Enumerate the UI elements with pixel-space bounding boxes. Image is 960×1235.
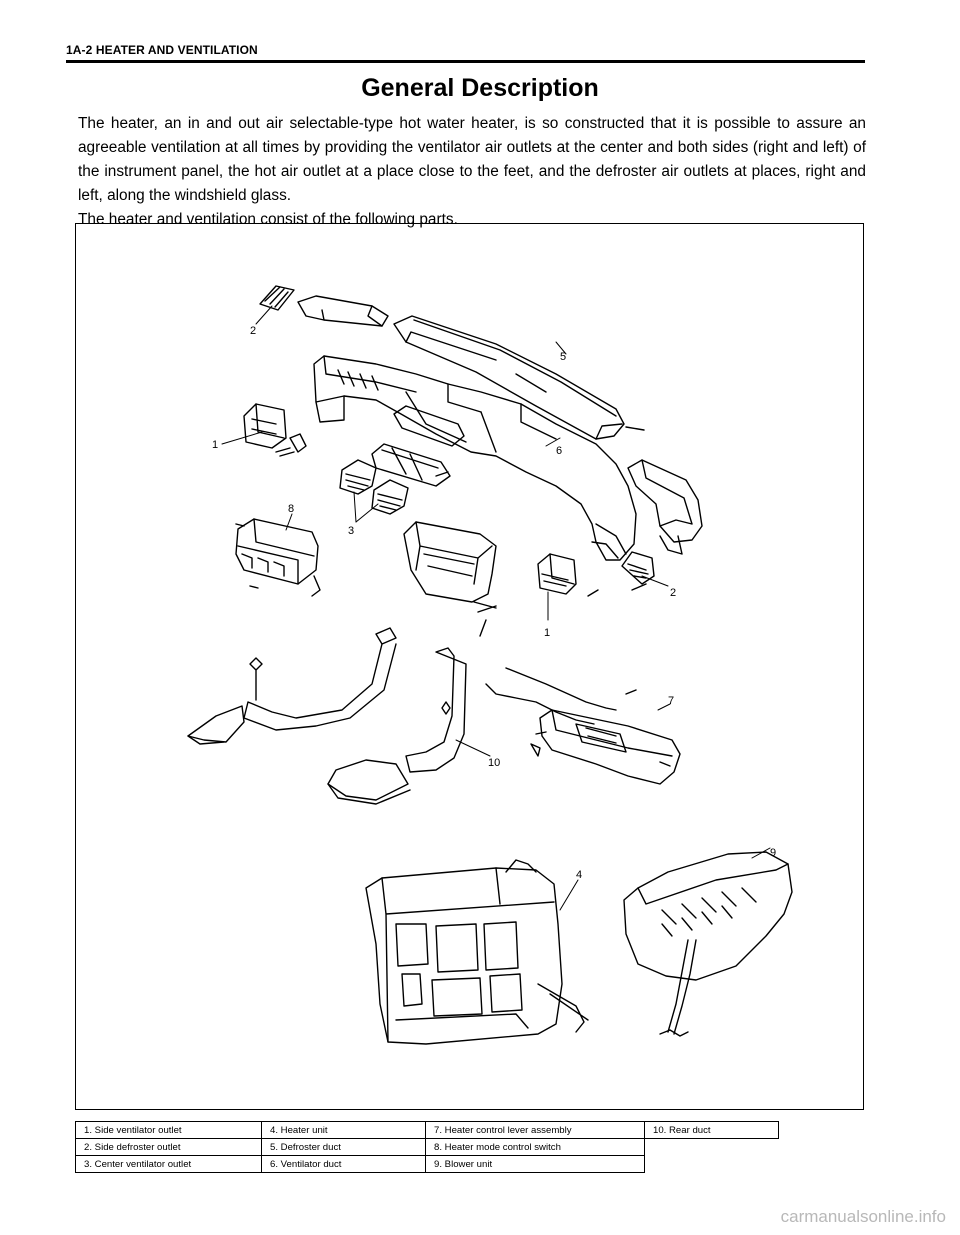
- callout-2-right: 2: [670, 587, 676, 599]
- legend-cell: 1. Side ventilator outlet: [75, 1121, 262, 1139]
- legend-cell: 2. Side defroster outlet: [75, 1138, 262, 1156]
- parts-legend-table: 1. Side ventilator outlet 4. Heater unit…: [75, 1121, 779, 1173]
- blower-unit: [623, 851, 793, 1037]
- callout-9: 9: [770, 847, 776, 859]
- section-title: General Description: [361, 74, 599, 102]
- callout-6: 6: [556, 445, 562, 457]
- diagram-drawing: 2 1 5 6 8 3 1 2 7 10 4 9: [187, 285, 793, 1045]
- legend-cell: 3. Center ventilator outlet: [75, 1155, 262, 1173]
- legend-cell: 10. Rear duct: [644, 1121, 779, 1139]
- rear-duct: [187, 627, 467, 805]
- center-ventilator-outlets: [339, 459, 449, 515]
- legend-cell: 5. Defroster duct: [261, 1138, 426, 1156]
- heater-mode-control-switch: [235, 518, 321, 597]
- callout-leaders: [221, 305, 771, 911]
- callout-7: 7: [668, 695, 674, 707]
- heater-unit: [365, 859, 589, 1045]
- header-divider: [66, 60, 865, 63]
- side-ventilator-outlet-left: [243, 403, 307, 457]
- callout-1-right: 1: [544, 627, 550, 639]
- legend-row: 1. Side ventilator outlet 4. Heater unit…: [75, 1121, 779, 1139]
- intro-paragraph-1: The heater, an in and out air selectable…: [78, 115, 866, 204]
- exploded-parts-diagram: 2 1 5 6 8 3 1 2 7 10 4 9: [75, 223, 864, 1110]
- legend-cell: 6. Ventilator duct: [261, 1155, 426, 1173]
- defroster-duct-right: [627, 459, 703, 555]
- heater-control-lever-assembly: [485, 667, 681, 785]
- legend-row: 3. Center ventilator outlet 6. Ventilato…: [75, 1155, 779, 1173]
- heater-center-duct: [403, 521, 497, 637]
- legend-cell: 4. Heater unit: [261, 1121, 426, 1139]
- defroster-duct: [393, 315, 645, 440]
- legend-cell: 8. Heater mode control switch: [425, 1138, 645, 1156]
- page-header-title: 1A-2 HEATER AND VENTILATION: [66, 43, 258, 57]
- side-defroster-outlet-left: [259, 285, 389, 327]
- legend-cell-empty: [644, 1138, 779, 1173]
- callout-10: 10: [488, 757, 500, 769]
- legend-row: 2. Side defroster outlet 5. Defroster du…: [75, 1138, 779, 1173]
- center-vent-housing: [371, 405, 465, 487]
- callout-8: 8: [288, 503, 294, 515]
- side-ventilator-outlet-right: [537, 553, 599, 597]
- ventilator-duct: [313, 355, 637, 561]
- callout-2-left: 2: [250, 325, 256, 337]
- side-defroster-outlet-right: [621, 551, 655, 591]
- callout-5: 5: [560, 351, 566, 363]
- intro-text: The heater, an in and out air selectable…: [78, 112, 866, 232]
- legend-cell: 9. Blower unit: [425, 1155, 645, 1173]
- watermark: carmanualsonline.info: [780, 1207, 946, 1226]
- callout-4: 4: [576, 869, 582, 881]
- callout-3: 3: [348, 525, 354, 537]
- callout-1-left: 1: [212, 439, 218, 451]
- legend-cell: 7. Heater control lever assembly: [425, 1121, 645, 1139]
